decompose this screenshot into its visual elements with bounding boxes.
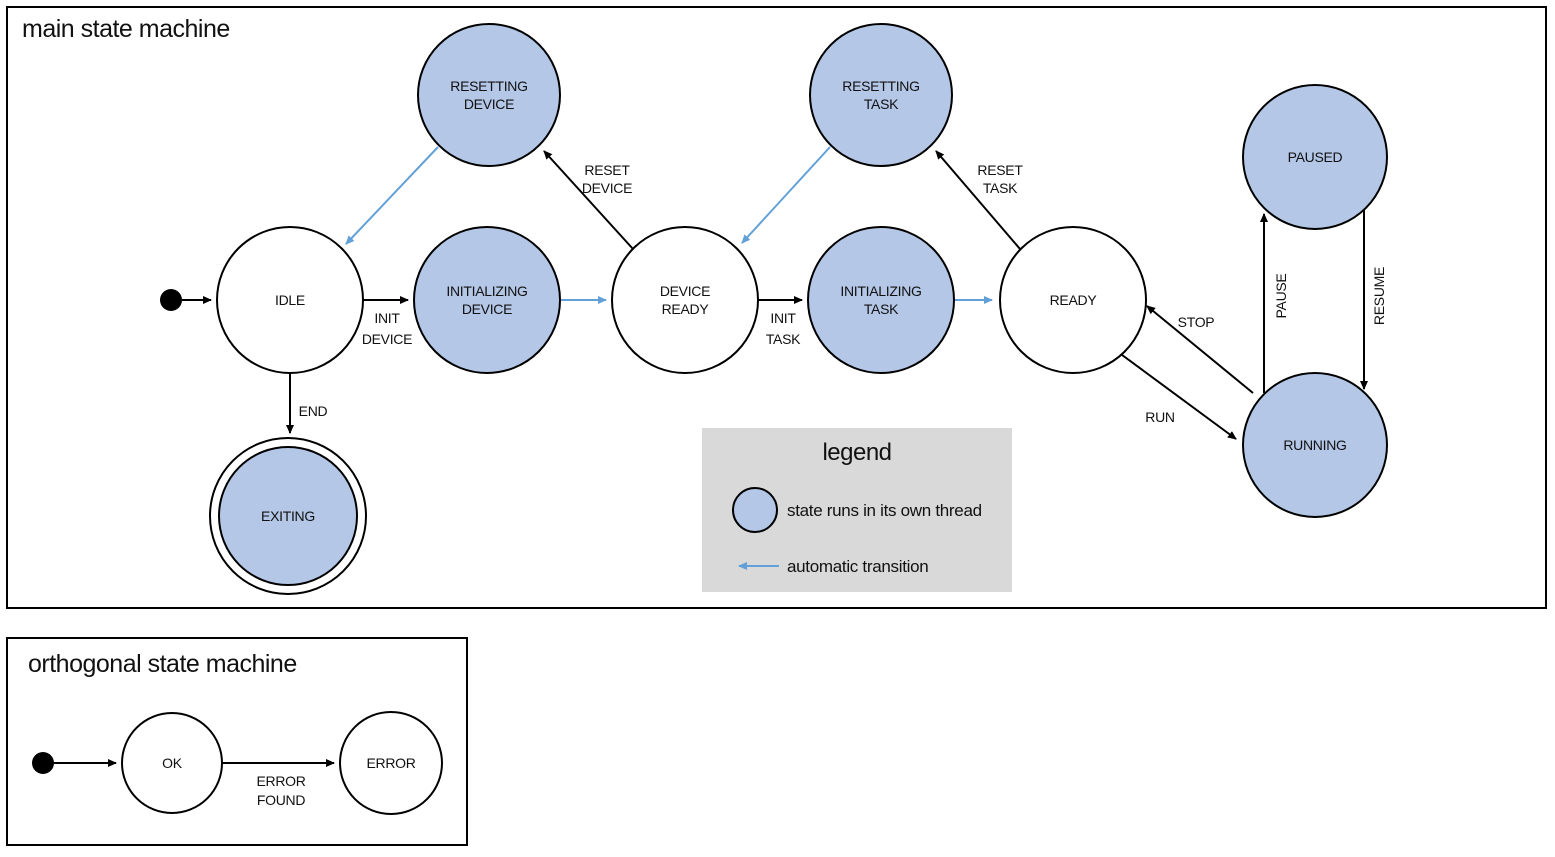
state-device-ready-label-line2: READY	[662, 301, 710, 317]
main-state-machine-title: main state machine	[22, 15, 230, 43]
state-initializing-device-label-line2: DEVICE	[462, 301, 512, 317]
transition-init-device-label-line1: INIT	[374, 310, 400, 326]
state-idle-circle	[216, 226, 364, 374]
state-error-circle	[339, 711, 443, 815]
state-resetting-device-label-line2: DEVICE	[464, 96, 514, 112]
transition-stop-label: STOP	[1178, 314, 1215, 330]
transition-reset-task-label-line2: TASK	[983, 180, 1018, 196]
transition-error-found-label-line1: ERROR	[256, 773, 305, 789]
state-error-label: ERROR	[366, 755, 415, 771]
transition-error-found-label-line2: FOUND	[257, 792, 305, 808]
state-resetting-device-label-line1: RESETTING	[450, 78, 527, 94]
legend-auto-transition-label: automatic transition	[787, 557, 928, 576]
transition-init-device-label-line2: DEVICE	[362, 331, 412, 347]
state-resetting-task-circle	[809, 23, 953, 167]
transition-resume-label: RESUME	[1371, 267, 1387, 325]
state-ready-circle	[999, 226, 1147, 374]
legend-thread-state-label: state runs in its own thread	[787, 501, 982, 520]
transition-pause-label: PAUSE	[1273, 274, 1289, 319]
state-paused-circle	[1242, 84, 1388, 230]
state-idle-label: IDLE	[275, 292, 305, 308]
transition-stop-arrow	[1146, 305, 1254, 394]
transition-run-arrow	[1117, 351, 1237, 440]
state-resetting-task-label-line1: RESETTING	[842, 78, 919, 94]
auto-transition-resetting-device-to-idle-arrow	[345, 146, 439, 245]
transition-end-label: END	[299, 403, 328, 419]
state-initializing-device-label-line1: INITIALIZING	[446, 283, 527, 299]
legend-title: legend	[822, 439, 891, 466]
state-exiting-label: EXITING	[261, 508, 315, 524]
transition-reset-task-arrow	[935, 150, 1021, 250]
transition-init-task-label-line2: TASK	[766, 331, 801, 347]
orthogonal-state-machine-title: orthogonal state machine	[28, 650, 297, 678]
transition-reset-device-label-line2: DEVICE	[582, 180, 632, 196]
transition-run-label: RUN	[1145, 409, 1174, 425]
transition-reset-device-label-line1: RESET	[584, 162, 630, 178]
state-initializing-task-label-line2: TASK	[864, 301, 899, 317]
state-running-circle	[1242, 372, 1388, 518]
state-exiting-inner-circle	[218, 446, 358, 586]
state-initializing-device-circle	[413, 226, 561, 374]
state-device-ready-circle	[611, 226, 759, 374]
transition-reset-task-label-line1: RESET	[977, 162, 1023, 178]
state-device-ready-label-line1: DEVICE	[660, 283, 710, 299]
state-initializing-task-label-line1: INITIALIZING	[840, 283, 921, 299]
orthogonal-initial-state-dot	[32, 752, 54, 774]
transition-init-task-label-line1: INIT	[770, 310, 796, 326]
state-running-label: RUNNING	[1283, 437, 1346, 453]
auto-transition-resetting-task-to-device-ready-arrow	[741, 146, 831, 244]
state-initializing-task-circle	[807, 226, 955, 374]
legend-thread-state-icon	[732, 487, 778, 533]
state-ok-circle	[121, 712, 223, 814]
state-resetting-task-label-line2: TASK	[864, 96, 899, 112]
initial-state-dot	[160, 289, 182, 311]
state-paused-label: PAUSED	[1288, 149, 1343, 165]
state-ready-label: READY	[1050, 292, 1098, 308]
transition-reset-device-arrow	[543, 150, 634, 250]
state-ok-label: OK	[162, 755, 183, 771]
state-resetting-device-circle	[417, 23, 561, 167]
